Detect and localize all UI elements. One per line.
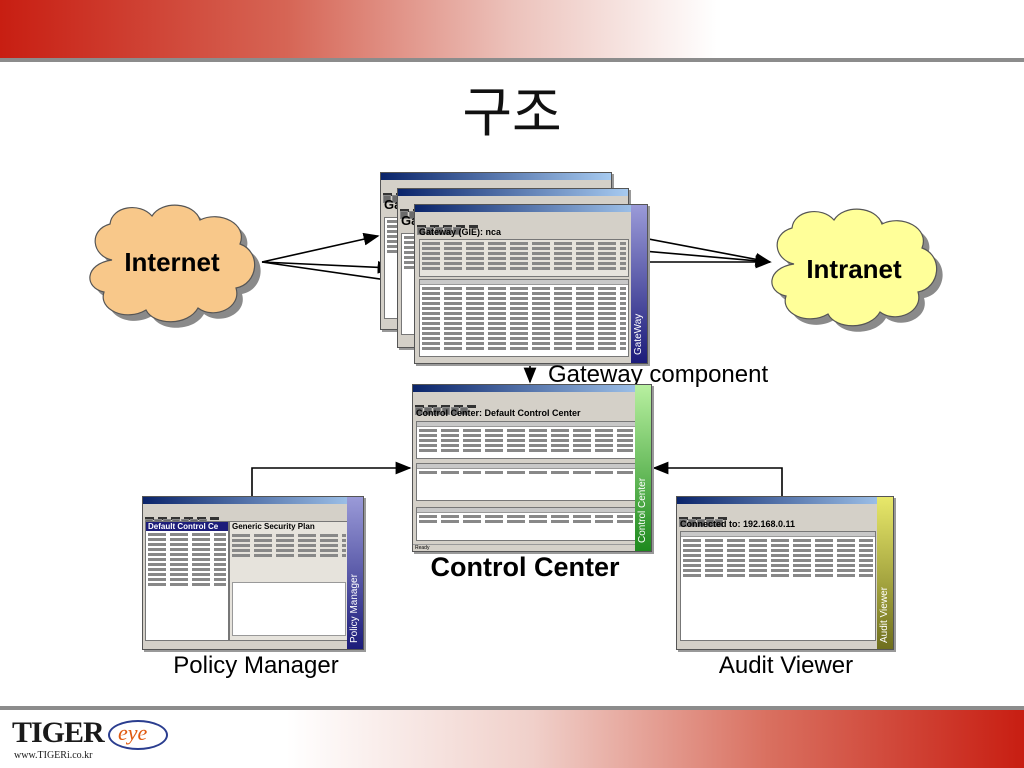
intranet-cloud-shape	[771, 208, 938, 327]
control-center-caption: Control Center	[430, 552, 620, 582]
gateway-window-front: Gateway (GIE): nca GateWay	[414, 204, 648, 364]
arrow-internet-to-gateway-1	[261, 232, 380, 263]
intranet-cloud	[771, 208, 943, 332]
policy-manager-side-strip: Policy Manager	[347, 497, 363, 649]
arrow-policy-manager-to-control-center	[251, 461, 412, 496]
control-center-status: Ready	[415, 545, 430, 551]
logo-eye-ellipse	[108, 720, 168, 750]
slide-title: 구조	[462, 81, 562, 144]
audit-viewer-side-strip: Audit Viewer	[877, 497, 893, 649]
policy-manager-left-heading: Default Control Ce	[146, 522, 228, 531]
intranet-label: Intranet	[806, 254, 902, 284]
gateway-object-list	[419, 279, 629, 357]
gateway-heading: Gateway (GIE): nca	[419, 227, 502, 237]
policy-manager-caption: Policy Manager	[173, 652, 339, 679]
audit-viewer-side-label: Audit Viewer	[879, 587, 890, 643]
gateway-component-caption: Gateway component	[548, 361, 769, 388]
internet-cloud-shape	[89, 204, 256, 323]
policy-manager-tree-panel: Default Control Ce	[145, 521, 229, 641]
control-center-window: Control Center: Default Control Center R…	[412, 384, 652, 552]
arrow-audit-viewer-to-control-center	[652, 461, 783, 496]
control-center-side-label: Control Center	[637, 477, 648, 543]
logo-eye-text: eye	[118, 720, 148, 745]
control-center-heading: Control Center: Default Control Center	[416, 408, 581, 418]
policy-manager-right-heading: Generic Security Plan	[232, 522, 315, 531]
audit-viewer-caption: Audit Viewer	[718, 652, 854, 679]
gateway-info-panel	[419, 239, 629, 277]
control-center-gateway-status	[416, 463, 636, 501]
control-center-object-list	[416, 421, 636, 459]
logo-brand-text: TIGER	[12, 716, 105, 749]
policy-manager-window: Default Control Ce Generic Security Plan…	[142, 496, 364, 650]
policy-manager-detail-panel: Generic Security Plan	[229, 521, 349, 641]
arrow-gateway-to-intranet-2	[631, 249, 772, 268]
audit-viewer-heading: Connected to: 192.168.0.11	[680, 519, 796, 529]
internet-label: Internet	[124, 247, 220, 277]
policy-manager-side-label: Policy Manager	[349, 574, 360, 643]
audit-viewer-window: Connected to: 192.168.0.11 Audit Viewer	[676, 496, 894, 650]
logo-url: www.TIGERi.co.kr	[14, 750, 93, 761]
internet-cloud	[89, 204, 261, 328]
footer-gradient-band	[0, 710, 1024, 768]
audit-viewer-log-list	[680, 531, 876, 641]
gateway-side-label: GateWay	[633, 313, 644, 355]
footer-rule	[0, 706, 1024, 710]
header-gradient-band	[0, 0, 1024, 58]
gateway-side-strip: GateWay	[631, 205, 647, 363]
control-center-side-strip: Control Center	[635, 385, 651, 551]
tigereye-logo: TIGER eye www.TIGERi.co.kr	[12, 716, 172, 764]
arrow-internet-to-gateway-2	[261, 260, 394, 274]
control-center-admin-activities	[416, 507, 636, 541]
header-rule	[0, 58, 1024, 62]
